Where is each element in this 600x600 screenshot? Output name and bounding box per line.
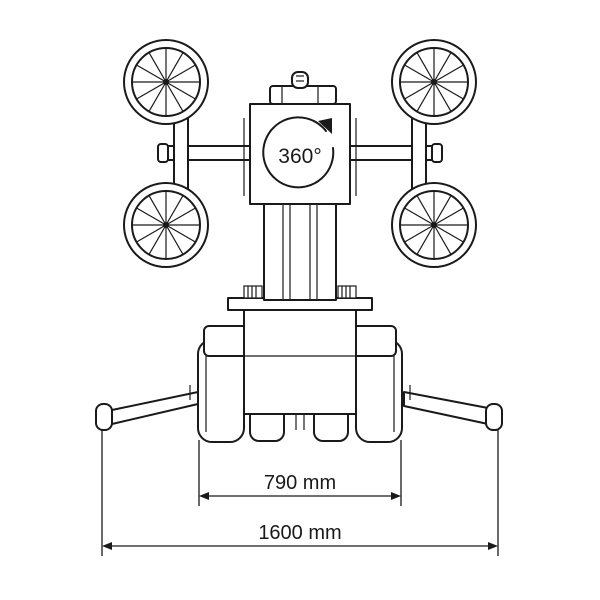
dimension-inner: 790 mm [198,440,402,506]
outer-width-label: 1600 mm [258,522,341,544]
suction-pad-top-left [123,39,209,125]
left-outrigger [95,385,199,431]
suction-pads [123,39,477,268]
suction-pad-top-right [391,39,477,125]
suction-pad-bottom-right [391,182,477,268]
vacuum-pump-top [269,71,337,105]
dimension-outer: 1600 mm [101,430,499,556]
rotation-360-icon: 360° [262,116,335,189]
right-outrigger [403,385,503,431]
lifting-mast [263,199,337,301]
rotation-label: 360° [278,145,321,168]
suction-pad-bottom-left [123,182,209,268]
inner-width-label: 790 mm [264,472,336,494]
